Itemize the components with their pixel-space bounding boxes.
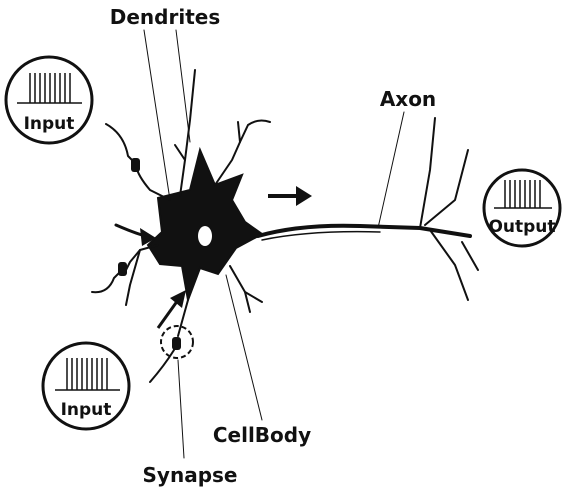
input-label-bottom: Input (61, 400, 112, 420)
input-label-top: Input (24, 114, 75, 134)
axon (258, 118, 478, 300)
synapse (150, 326, 193, 382)
nucleus (198, 226, 212, 246)
input-terminal-top (106, 124, 140, 172)
input-terminal-middle (92, 262, 127, 292)
axon-label: Axon (380, 87, 436, 111)
output-node: Output (484, 170, 560, 246)
cell-body-shape (148, 150, 262, 300)
signal-arrow-icon (268, 186, 312, 206)
output-label: Output (488, 217, 555, 237)
input-node-bottom: Input (43, 343, 129, 429)
dendrites-label: Dendrites (110, 5, 220, 29)
cell-body-label: CellBody (213, 423, 311, 447)
input-node-top: Input (6, 57, 92, 143)
synapse-label: Synapse (143, 463, 238, 487)
